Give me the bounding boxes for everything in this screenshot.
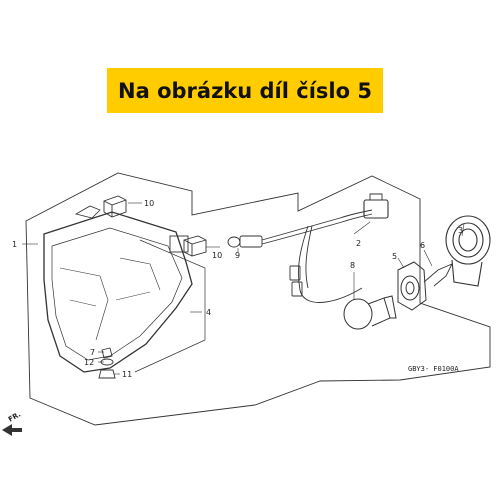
dust-cover-part-3 xyxy=(445,215,491,287)
headlight-bulb-part-8 xyxy=(343,295,397,330)
leader-lines xyxy=(22,202,465,375)
diagram-code: GBY3- F0100A xyxy=(408,365,459,373)
clip-part-10-mid xyxy=(183,235,207,257)
callout-6: 6 xyxy=(420,241,425,250)
callout-8: 8 xyxy=(350,261,355,270)
callout-11: 11 xyxy=(122,370,132,379)
wire-harness xyxy=(261,193,389,303)
callout-7: 7 xyxy=(90,348,95,357)
lens-sub-outline xyxy=(134,239,206,373)
assembly-outline xyxy=(25,172,491,426)
banner-text: Na obrázku díl číslo 5 xyxy=(118,78,372,103)
small-bulb-part-9 xyxy=(227,235,263,248)
callout-3: 3 xyxy=(458,226,463,235)
spring-clip-part-6 xyxy=(423,263,453,287)
part-number-banner: Na obrázku díl číslo 5 xyxy=(107,68,383,113)
callout-10-top: 10 xyxy=(144,199,154,208)
clip-part-10-top xyxy=(103,195,127,218)
callout-5: 5 xyxy=(392,252,397,261)
bulb-socket-part-5 xyxy=(397,261,427,311)
front-marker-label: FR. xyxy=(7,410,22,423)
bolt-parts xyxy=(98,347,116,379)
callout-9: 9 xyxy=(235,251,240,260)
callout-4: 4 xyxy=(206,308,211,317)
callout-2: 2 xyxy=(356,239,361,248)
callout-12: 12 xyxy=(84,358,94,367)
front-arrow-icon: FR. xyxy=(2,410,22,436)
headlight-housing xyxy=(43,205,193,373)
callout-10-mid: 10 xyxy=(212,251,222,260)
callout-1: 1 xyxy=(12,240,17,249)
